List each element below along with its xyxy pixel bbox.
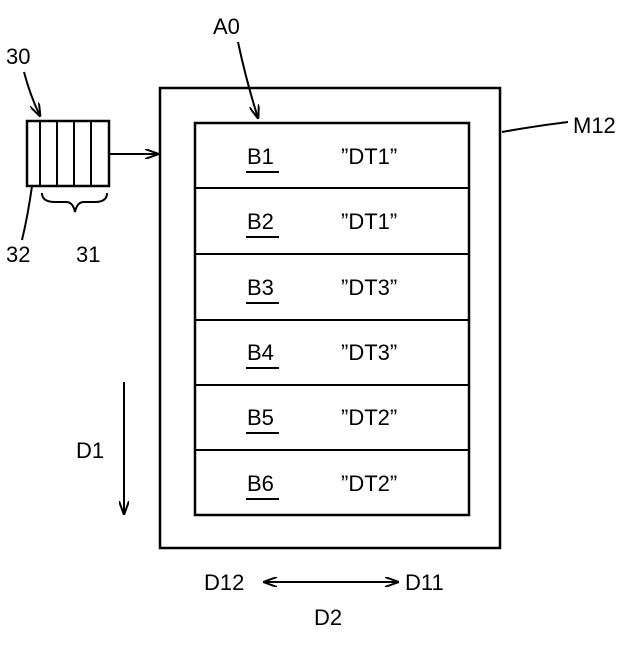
ref-32-leader	[22, 186, 32, 240]
a0-pointer-arrow	[238, 42, 258, 118]
ref-31-brace	[42, 193, 107, 212]
block-row: B2 ”DT1”	[246, 209, 397, 237]
label-d12: D12	[204, 570, 244, 595]
memory-m12-outline	[160, 88, 500, 548]
label-32: 32	[6, 242, 30, 267]
label-d1: D1	[76, 438, 104, 463]
block-row: B3 ”DT3”	[246, 275, 397, 303]
block-id: B3	[247, 275, 274, 300]
block-row: B6 ”DT2”	[246, 471, 397, 499]
block-row: B4 ”DT3”	[246, 340, 397, 368]
block-value: ”DT1”	[341, 144, 397, 169]
block-id: B1	[247, 144, 274, 169]
ref-30-pointer-arrow	[24, 72, 40, 116]
block-row: B5 ”DT2”	[246, 405, 397, 433]
block-value: ”DT1”	[341, 209, 397, 234]
block-row: B1 ”DT1”	[246, 144, 397, 172]
block-value: ”DT3”	[341, 340, 397, 365]
block-value: ”DT2”	[341, 405, 397, 430]
label-31: 31	[76, 242, 100, 267]
label-m12: M12	[573, 113, 616, 138]
label-d11: D11	[405, 570, 444, 595]
block-id: B5	[247, 405, 274, 430]
block-id: B6	[247, 471, 274, 496]
block-id: B4	[247, 340, 274, 365]
block-value: ”DT3”	[341, 275, 397, 300]
row-dividers	[195, 188, 469, 450]
block-id: B2	[247, 209, 274, 234]
block-value: ”DT2”	[341, 471, 397, 496]
register-cells	[40, 121, 91, 186]
label-d2: D2	[314, 605, 342, 630]
m12-leader-line	[502, 122, 568, 132]
label-a0: A0	[213, 14, 240, 39]
label-30: 30	[6, 44, 30, 69]
